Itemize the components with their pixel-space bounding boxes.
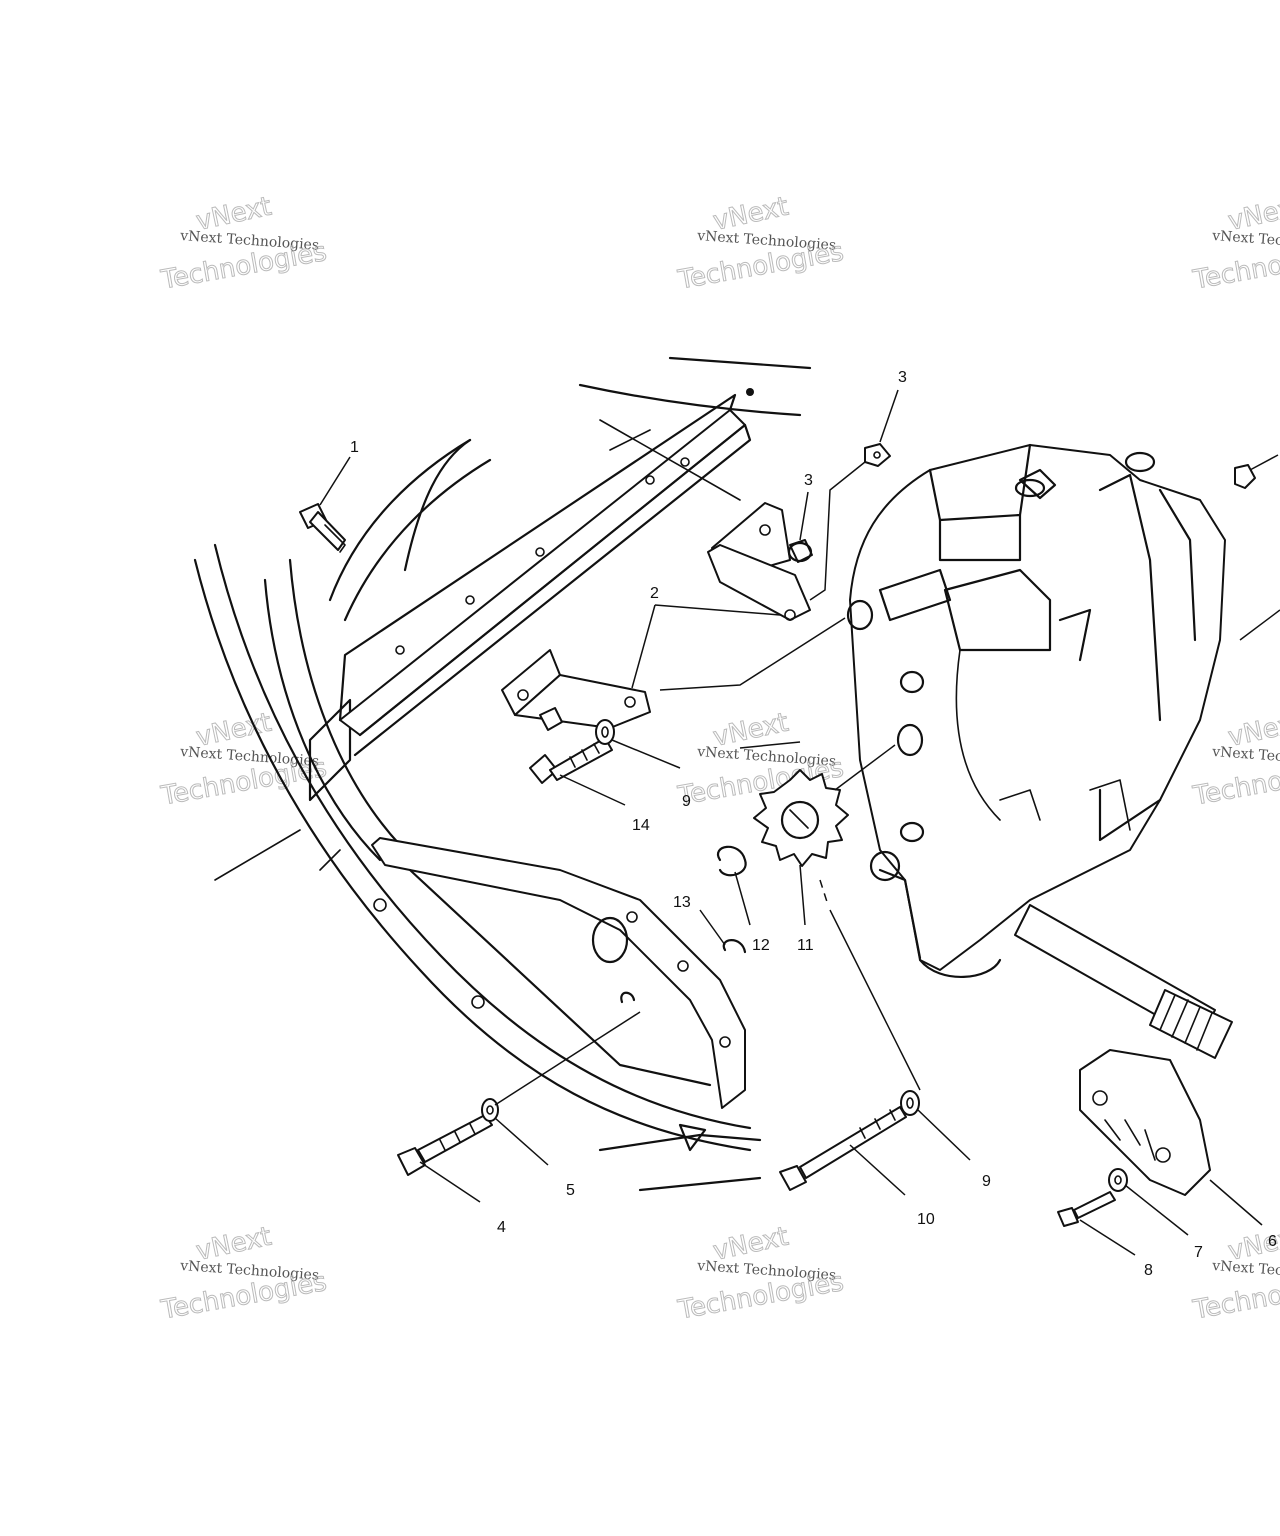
support-bracket-6 bbox=[1079, 1049, 1211, 1196]
sprocket-11 bbox=[753, 769, 849, 867]
bolt-4 bbox=[397, 1114, 493, 1176]
washer-5 bbox=[481, 1098, 499, 1122]
nut-lower-bracket bbox=[539, 707, 563, 731]
washer-7 bbox=[1108, 1168, 1128, 1192]
callout-10: 10 bbox=[917, 1211, 935, 1228]
callout-3-mid: 3 bbox=[804, 472, 813, 489]
callout-11: 11 bbox=[797, 937, 814, 954]
snap-ring-12 bbox=[716, 845, 747, 877]
callout-6: 6 bbox=[1268, 1233, 1277, 1250]
washer-9-upper bbox=[595, 719, 615, 745]
callout-3-top: 3 bbox=[898, 369, 907, 386]
callout-7: 7 bbox=[1194, 1244, 1203, 1261]
bolt-14 bbox=[529, 737, 613, 784]
clip-13 bbox=[722, 939, 747, 954]
callout-13: 13 bbox=[673, 894, 691, 911]
mount-bracket-upper bbox=[707, 502, 811, 621]
callout-9-lower: 9 bbox=[982, 1173, 991, 1190]
callout-4: 4 bbox=[497, 1219, 506, 1236]
watermark-line: vNext Technologies bbox=[1211, 228, 1280, 254]
nut-3-mid bbox=[787, 539, 813, 563]
washer-9-lower bbox=[900, 1090, 920, 1116]
transmission-gearcase bbox=[846, 443, 1226, 979]
callout-8: 8 bbox=[1144, 1262, 1153, 1279]
bolt-1 bbox=[299, 503, 346, 553]
leader-lines bbox=[319, 389, 1280, 1256]
frame-rails bbox=[193, 438, 762, 1192]
nut-3-top bbox=[864, 443, 891, 467]
output-shaft bbox=[1014, 904, 1233, 1059]
pin-hole bbox=[620, 991, 636, 1004]
mount-bracket-lower bbox=[501, 649, 651, 729]
side-plate bbox=[371, 837, 746, 1109]
callout-12: 12 bbox=[752, 937, 770, 954]
callout-2: 2 bbox=[650, 585, 659, 602]
callout-14: 14 bbox=[632, 817, 650, 834]
watermark-line: vNext Technologies bbox=[1211, 744, 1280, 770]
callout-labels: 1 2 3 3 4 5 6 7 8 9 9 10 11 12 13 14 bbox=[350, 369, 1277, 1279]
callout-9-upper: 9 bbox=[682, 793, 691, 810]
callout-5: 5 bbox=[566, 1182, 575, 1199]
upper-rail bbox=[338, 356, 812, 757]
watermark-line: vNext Technologies bbox=[1211, 1258, 1280, 1284]
bolt-8 bbox=[1057, 1191, 1116, 1227]
callout-1: 1 bbox=[350, 439, 359, 456]
right-edge-nut bbox=[1234, 464, 1256, 489]
bolt-10 bbox=[779, 1106, 907, 1191]
